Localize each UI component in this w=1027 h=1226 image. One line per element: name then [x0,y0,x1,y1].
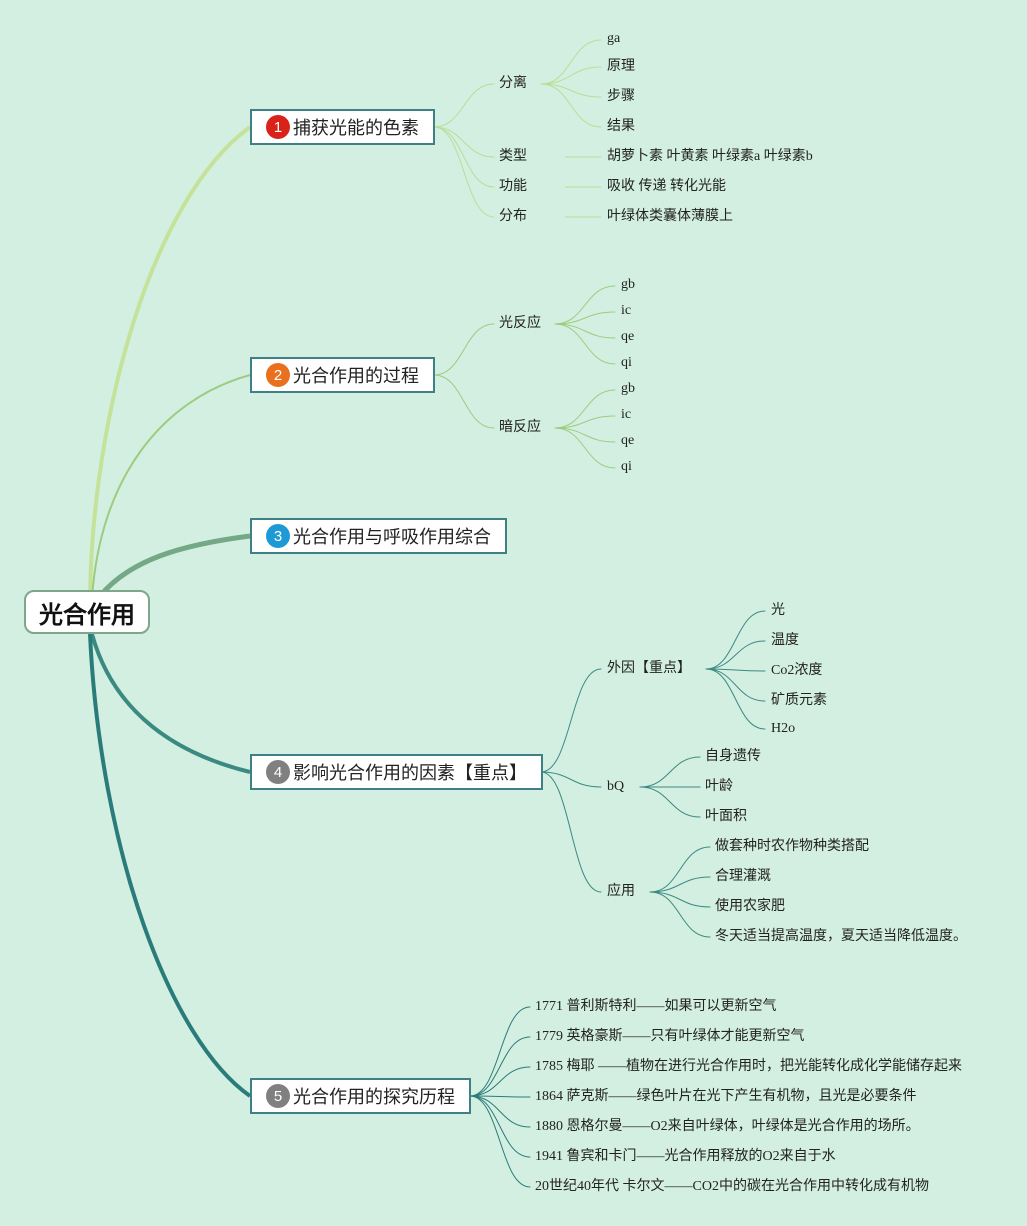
leaf-light[interactable]: 光 [771,603,785,618]
leaf-light-gb[interactable]: gb [621,277,635,292]
leaf-h2o[interactable]: H2o [771,721,796,736]
node-light-reaction[interactable]: 光反应 [499,316,541,331]
leaf-intercropping[interactable]: 做套种时农作物种类搭配 [715,839,869,854]
history-1779[interactable]: 1779 英格豪斯——只有叶绿体才能更新空气 [535,1029,805,1044]
node-bq[interactable]: bQ [607,779,625,794]
leaf-results[interactable]: 结果 [607,119,635,134]
branch-3-topic[interactable]: 3 光合作用与呼吸作用综合 [250,518,507,554]
history-1785[interactable]: 1785 梅耶 ——植物在进行光合作用时，把光能转化成化学能储存起来 [535,1059,962,1074]
number-badge-5: 5 [266,1084,290,1108]
leaf-dark-qe[interactable]: qe [621,433,635,448]
history-1771[interactable]: 1771 普利斯特利——如果可以更新空气 [535,999,777,1014]
leaf-dark-gb[interactable]: gb [621,381,635,396]
number-badge-3: 3 [266,524,290,548]
node-distribution[interactable]: 分布 [499,209,527,224]
root-label: 光合作用 [39,600,135,629]
leaf-ga[interactable]: ga [607,31,621,46]
node-function[interactable]: 功能 [499,179,527,194]
leaf-leaf-area[interactable]: 叶面积 [705,809,747,824]
number-badge-1: 1 [266,115,290,139]
leaf-principle[interactable]: 原理 [607,59,635,74]
branch-5-label: 光合作用的探究历程 [293,1087,455,1108]
leaf-function-text[interactable]: 吸收 传递 转化光能 [607,179,726,194]
branch-1-label: 捕获光能的色素 [293,118,419,139]
leaf-manure[interactable]: 使用农家肥 [715,899,785,914]
leaf-minerals[interactable]: 矿质元素 [771,693,827,708]
history-1941[interactable]: 1941 鲁宾和卡门——光合作用释放的O2来自于水 [535,1149,836,1164]
node-types[interactable]: 类型 [499,149,527,164]
leaf-co2[interactable]: Co2浓度 [771,663,823,678]
leaf-light-qe[interactable]: qe [621,329,635,344]
leaf-temperature[interactable]: 温度 [771,633,799,648]
number-badge-2: 2 [266,363,290,387]
branch-2-label: 光合作用的过程 [293,366,419,387]
leaf-temperature-control[interactable]: 冬天适当提高温度，夏天适当降低温度。 [715,929,967,944]
leaf-heredity[interactable]: 自身遗传 [705,749,761,764]
leaf-distribution-text[interactable]: 叶绿体类囊体薄膜上 [607,209,733,224]
node-external-factors[interactable]: 外因【重点】 [607,661,691,676]
history-1940s[interactable]: 20世纪40年代 卡尔文——CO2中的碳在光合作用中转化成有机物 [535,1179,929,1194]
leaf-leaf-age[interactable]: 叶龄 [705,779,733,794]
leaf-pigment-types[interactable]: 胡萝卜素 叶黄素 叶绿素a 叶绿素b [607,149,813,164]
leaf-light-qi[interactable]: qi [621,355,632,370]
branch-4-topic[interactable]: 4 影响光合作用的因素【重点】 [250,754,543,790]
branch-4-label: 影响光合作用的因素【重点】 [293,763,527,784]
leaf-steps[interactable]: 步骤 [607,89,635,104]
branch-2-topic[interactable]: 2 光合作用的过程 [250,357,435,393]
node-dark-reaction[interactable]: 暗反应 [499,420,541,435]
number-badge-4: 4 [266,760,290,784]
history-1880[interactable]: 1880 恩格尔曼——O2来自叶绿体，叶绿体是光合作用的场所。 [535,1119,920,1134]
leaf-dark-qi[interactable]: qi [621,459,632,474]
branch-1-topic[interactable]: 1 捕获光能的色素 [250,109,435,145]
history-1864[interactable]: 1864 萨克斯——绿色叶片在光下产生有机物，且光是必要条件 [535,1089,917,1104]
branch-3-label: 光合作用与呼吸作用综合 [293,527,491,548]
node-application[interactable]: 应用 [607,884,635,899]
leaf-dark-ic[interactable]: ic [621,407,632,422]
node-separation[interactable]: 分离 [499,76,527,91]
branch-5-topic[interactable]: 5 光合作用的探究历程 [250,1078,471,1114]
leaf-light-ic[interactable]: ic [621,303,632,318]
root-topic[interactable]: 光合作用 [24,590,150,634]
leaf-irrigation[interactable]: 合理灌溉 [715,869,771,884]
